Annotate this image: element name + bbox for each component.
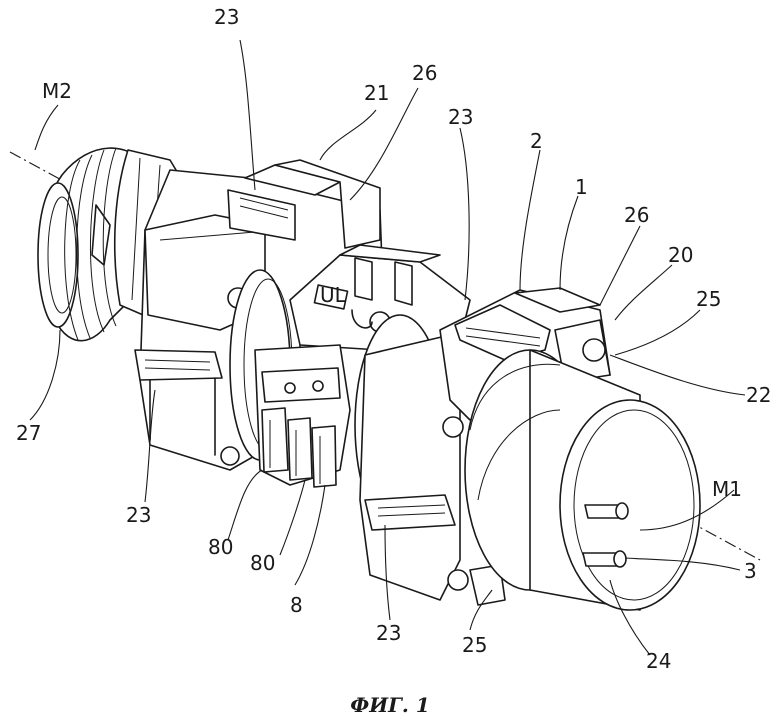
label-8: 8 [290, 593, 303, 617]
contact-pins [582, 502, 629, 568]
figure-caption: ФИГ. 1 [350, 693, 430, 717]
label-25-bottom: 25 [462, 633, 487, 657]
left-housing [134, 159, 386, 471]
label-23-bottom: 23 [376, 621, 401, 645]
label-21: 21 [364, 81, 389, 105]
label-23-top-right: 23 [448, 105, 473, 129]
label-1: 1 [575, 175, 588, 199]
connector-barrel [464, 349, 701, 611]
label-20: 20 [668, 243, 693, 267]
label-26-top: 26 [412, 61, 437, 85]
label-2: 2 [530, 129, 543, 153]
label-23-left: 23 [126, 503, 151, 527]
label-22: 22 [746, 383, 771, 407]
label-80-right: 80 [250, 551, 275, 575]
label-M1: M1 [712, 477, 742, 501]
marking-text: UL [320, 283, 347, 307]
contact-block [254, 344, 351, 488]
label-M2: M2 [42, 79, 72, 103]
label-26-right: 26 [624, 203, 649, 227]
label-24: 24 [646, 649, 671, 673]
label-25-right: 25 [696, 287, 721, 311]
reference-labels: 23 26 21 M2 23 2 1 26 20 25 22 27 23 M1 … [16, 5, 771, 673]
label-27: 27 [16, 421, 41, 445]
label-80-left: 80 [208, 535, 233, 559]
leader-lines [29, 39, 746, 656]
label-23-top-left: 23 [214, 5, 239, 29]
label-3: 3 [744, 559, 757, 583]
